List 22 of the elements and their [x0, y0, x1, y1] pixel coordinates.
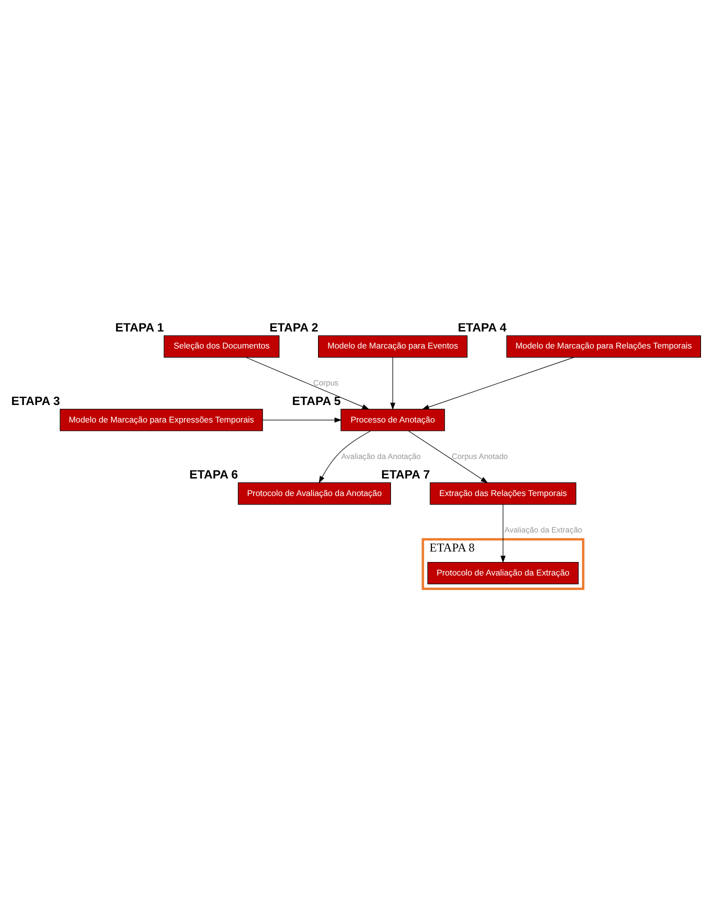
node-box: Protocolo de Avaliação da Extração: [427, 562, 579, 584]
node-box: Modelo de Marcação para Relações Temporais: [506, 335, 701, 358]
node-box: Modelo de Marcação para Expressões Temporais: [60, 408, 263, 432]
node-label: ETAPA 4: [458, 320, 506, 334]
node-box: Protocolo de Avaliação da Anotação: [238, 482, 391, 505]
arrow: [408, 430, 488, 484]
arrow: [318, 430, 371, 484]
arrow: [500, 504, 506, 563]
node-label: ETAPA 2: [270, 320, 318, 334]
node-label: ETAPA 7: [381, 467, 430, 482]
arrow: [422, 357, 574, 410]
node-box: Extração das Relações Temporais: [430, 482, 576, 505]
node-label: ETAPA 1: [115, 320, 164, 334]
arrow: [246, 357, 370, 410]
node-box: Processo de Anotação: [340, 408, 445, 432]
node-label: ETAPA 6: [189, 467, 238, 482]
node-box: Seleção dos Documentos: [164, 335, 280, 358]
node-label: ETAPA 5: [292, 394, 341, 408]
arrow: [390, 357, 396, 410]
arrow: [262, 418, 342, 423]
node-box: Modelo de Marcação para Eventos: [318, 335, 468, 358]
node-label: ETAPA 3: [11, 394, 60, 408]
